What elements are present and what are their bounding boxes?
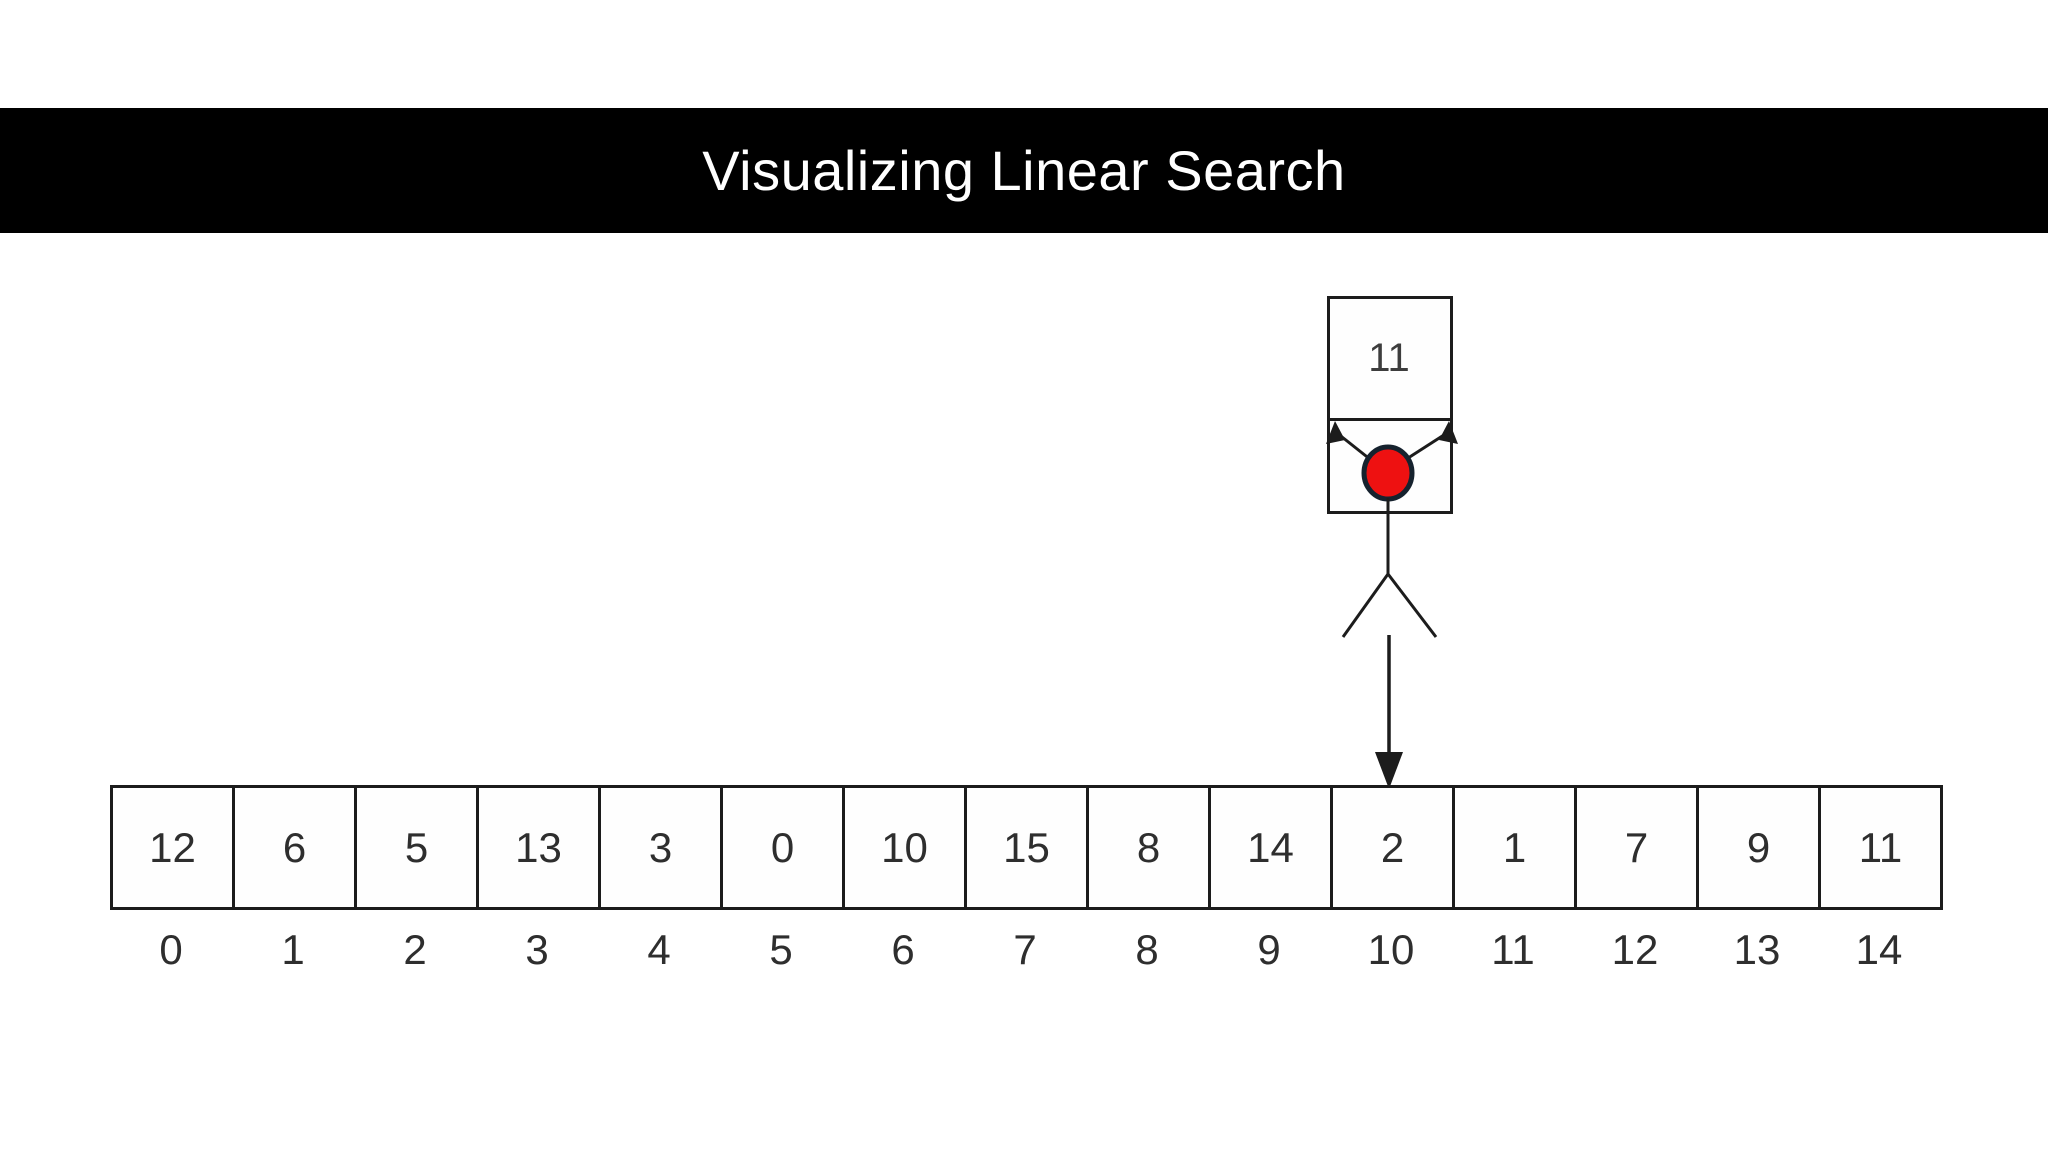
searcher-head: [1361, 444, 1415, 502]
array-cell: 12: [110, 785, 235, 910]
array-index-label: 11: [1491, 926, 1535, 973]
array-cell: 5: [354, 785, 479, 910]
array-index-label: 13: [1733, 926, 1781, 973]
target-value-label: 11: [1368, 336, 1410, 380]
array-index-label: 10: [1367, 926, 1415, 973]
left-arm-arrowhead-icon: [1326, 421, 1345, 444]
array-cell: 13: [476, 785, 601, 910]
array-index-label: 12: [1611, 926, 1659, 973]
array-index-label: 4: [647, 926, 671, 973]
array-index-label: 1: [281, 926, 305, 973]
array-index-label: 14: [1855, 926, 1903, 973]
array-index-label: 5: [769, 926, 793, 973]
array-cell: 2: [1330, 785, 1455, 910]
array-index-label: 9: [1257, 926, 1281, 973]
array-index-label: 6: [891, 926, 915, 973]
search-pointer-arrowhead-icon: [1375, 752, 1403, 789]
array-cell: 6: [232, 785, 357, 910]
array-index-label: 2: [403, 926, 427, 973]
array-index-label: 3: [525, 926, 549, 973]
right-arm-arrowhead-icon: [1439, 421, 1458, 444]
array-cell: 8: [1086, 785, 1211, 910]
searcher-right-arm: [1404, 431, 1448, 462]
array-cell: 11: [1818, 785, 1943, 910]
title-banner: Visualizing Linear Search: [0, 108, 2048, 233]
array-cell: 7: [1574, 785, 1699, 910]
array-cell: 3: [598, 785, 723, 910]
array-index-label: 0: [159, 926, 183, 973]
searcher-left-leg: [1341, 573, 1390, 638]
array-cell: 15: [964, 785, 1089, 910]
array-index-label: 8: [1135, 926, 1159, 973]
array-index-label: 7: [1013, 926, 1037, 973]
array-cell: 1: [1452, 785, 1577, 910]
array-cell: 0: [720, 785, 845, 910]
searcher-right-leg: [1386, 573, 1438, 638]
page-title: Visualizing Linear Search: [702, 139, 1346, 202]
array-cell: 10: [842, 785, 967, 910]
array-cell: 14: [1208, 785, 1333, 910]
array-cell: 9: [1696, 785, 1821, 910]
